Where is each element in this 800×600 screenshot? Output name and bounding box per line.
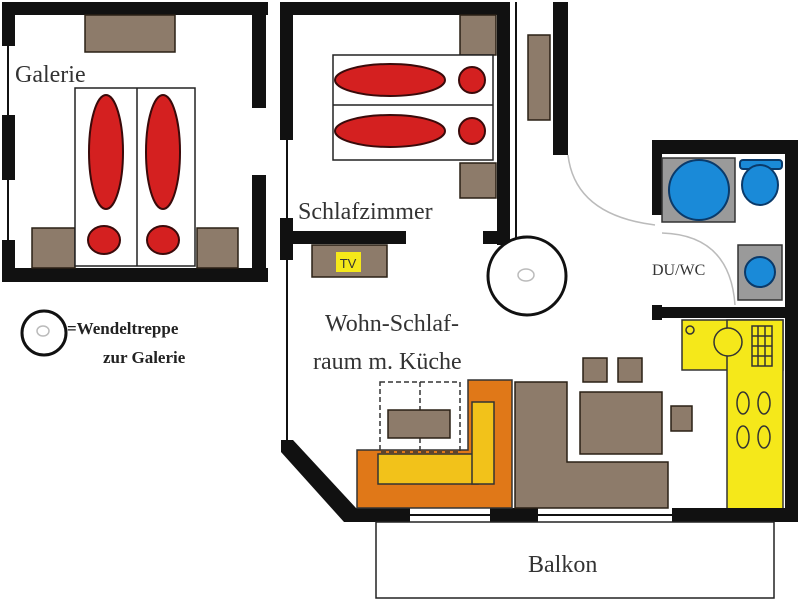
balcony: Balkon: [375, 521, 775, 599]
shower-tray: [668, 159, 730, 221]
schlafzimmer-label: Schlafzimmer: [298, 199, 433, 225]
galerie-label: Galerie: [15, 62, 86, 88]
corner-sofa: [356, 379, 513, 509]
nightstand: [459, 162, 497, 199]
bathroom: DU/WC: [652, 140, 798, 520]
bathroom-label: DU/WC: [652, 262, 705, 279]
nightstand: [459, 14, 497, 56]
legend-line-1: =Wendeltreppe: [67, 319, 179, 338]
legend: =Wendeltreppe zur Galerie: [20, 309, 186, 367]
sideboard: [514, 381, 669, 509]
coffee-table: [387, 409, 451, 439]
living-room: Wohn-Schlaf- raum m. Küche: [281, 235, 798, 522]
schlafzimmer-room: Schlafzimmer TV: [280, 2, 510, 445]
chair: [582, 357, 608, 383]
schlafzimmer-double-bed: [332, 54, 494, 161]
spiral-staircase: [486, 235, 568, 317]
galerie-room: Galerie: [2, 2, 268, 282]
galerie-cabinet: [84, 14, 176, 53]
tv: [336, 252, 361, 272]
toilet: [741, 164, 779, 206]
wardrobe: [527, 34, 551, 121]
kitchen-sink: [713, 327, 743, 357]
staircase-legend-icon: [20, 309, 68, 357]
chair: [670, 405, 693, 432]
nightstand: [31, 227, 76, 269]
corridor: [515, 2, 656, 240]
legend-line-2: zur Galerie: [103, 348, 186, 367]
tv-label: TV: [340, 256, 357, 271]
dish-rack: [751, 325, 773, 367]
chair: [617, 357, 643, 383]
living-room-label-2: raum m. Küche: [313, 349, 462, 375]
balcony-label: Balkon: [528, 552, 597, 578]
living-room-label-1: Wohn-Schlaf-: [325, 311, 459, 337]
galerie-double-bed: [74, 87, 196, 267]
stove: [736, 391, 771, 449]
dining-table: [579, 391, 663, 455]
nightstand: [196, 227, 239, 269]
kitchen: [681, 319, 784, 511]
